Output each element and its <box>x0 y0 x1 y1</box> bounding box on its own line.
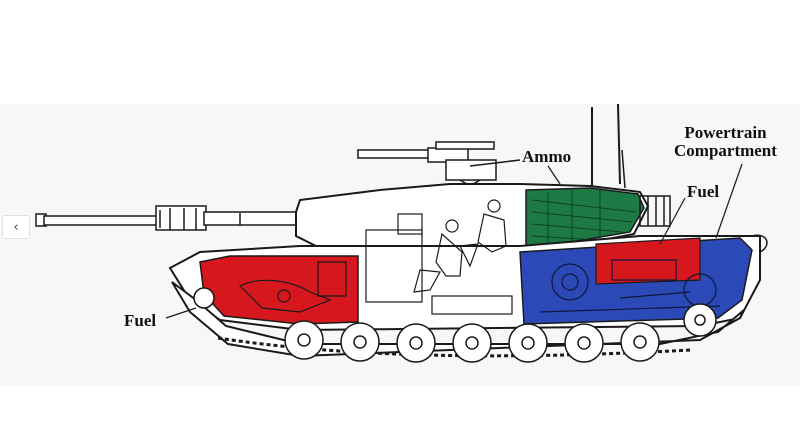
crew-compartment <box>365 199 513 315</box>
fuel-tank-front <box>199 255 359 325</box>
carousel-prev-button[interactable]: ‹ <box>2 215 30 239</box>
turret-basket-rack <box>639 195 671 227</box>
machine-guns <box>357 141 521 187</box>
road-wheels <box>193 287 717 363</box>
label-powertrain-line1: Powertrain <box>684 123 767 142</box>
label-powertrain-compartment: Powertrain Compartment <box>674 124 777 160</box>
label-ammo: Ammo <box>522 147 572 166</box>
label-fuel-front: Fuel <box>124 311 157 330</box>
main-gun-barrel <box>35 205 305 231</box>
chevron-left-icon: ‹ <box>13 219 19 235</box>
antenna-right <box>617 103 621 185</box>
track <box>171 281 745 358</box>
leader-lines <box>165 163 743 319</box>
fuel-tank-rear <box>595 237 701 285</box>
label-powertrain-line2: Compartment <box>674 141 777 160</box>
label-fuel-rear: Fuel <box>687 182 720 201</box>
